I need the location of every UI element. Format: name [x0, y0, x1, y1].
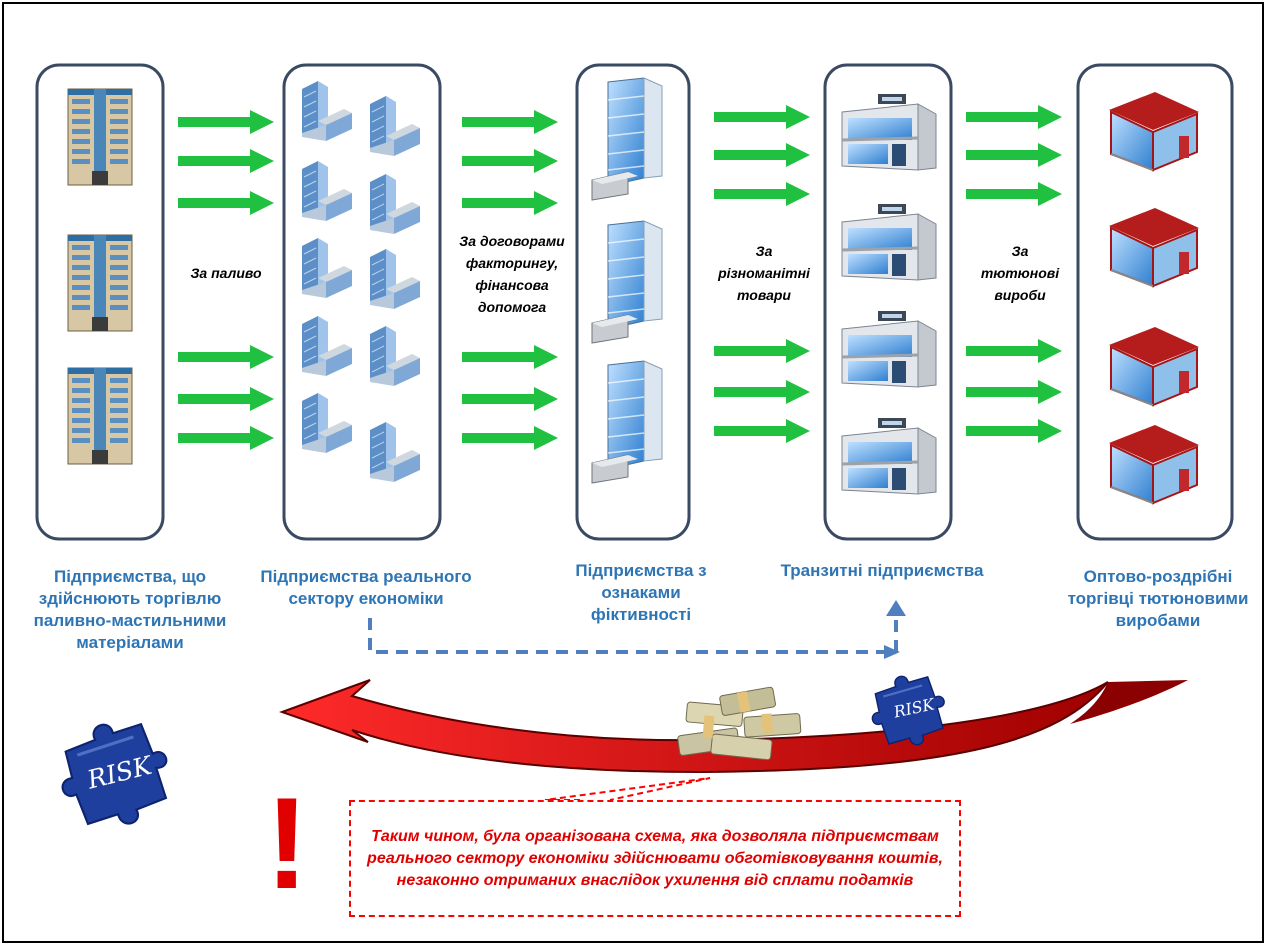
- box-real-sector: [282, 63, 442, 541]
- flow-arrow: [462, 110, 558, 134]
- flow-arrow: [178, 191, 274, 215]
- label-tobacco-traders: Оптово-роздрібні торгівці тютюновими вир…: [1067, 567, 1249, 630]
- building-icon: [369, 421, 421, 483]
- building-icon: [591, 360, 663, 484]
- flow-arrow: [966, 419, 1062, 443]
- flow-arrow: [462, 426, 558, 450]
- flow-arrow: [178, 387, 274, 411]
- label-fuel-traders: Підприємства, що здійснюють торгівлю пал…: [33, 567, 227, 652]
- building-icon: [67, 234, 133, 332]
- dashed-arrow-head: [884, 645, 900, 659]
- building-icon: [301, 160, 353, 222]
- flow-arrow: [462, 149, 558, 173]
- flow-arrow: [966, 182, 1062, 206]
- flow-arrow: [462, 345, 558, 369]
- flow-label-factoring: За договорами факторингу, фінансова допо…: [459, 233, 565, 315]
- dashed-arrow-head: [886, 600, 906, 616]
- building-icon: [840, 309, 938, 389]
- flow-arrow: [966, 339, 1062, 363]
- flow-arrow: [714, 380, 810, 404]
- label-fictitious: Підприємства з ознаками фіктивності: [575, 561, 707, 624]
- flow-arrow: [714, 182, 810, 206]
- conclusion-callout: Таким чином, була організована схема, як…: [349, 800, 961, 917]
- building-icon: [301, 80, 353, 142]
- flow-arrow: [178, 345, 274, 369]
- flow-arrow: [966, 143, 1062, 167]
- box-fuel-traders: [35, 63, 165, 541]
- store-icon: [1108, 424, 1200, 504]
- box-transit: [823, 63, 953, 541]
- store-icon: [1108, 207, 1200, 287]
- store-icon: [1108, 326, 1200, 406]
- flow-label-fuel: За паливо: [190, 265, 262, 281]
- building-icon: [301, 392, 353, 454]
- flow-arrow: [714, 143, 810, 167]
- flow-label-goods: За різноманітні товари: [718, 243, 810, 303]
- building-icon: [840, 92, 938, 172]
- flow-arrow: [462, 191, 558, 215]
- money-stack-icon: [677, 686, 802, 761]
- cash-return-arrow: [279, 679, 1109, 774]
- label-real-sector: Підприємства реального сектору економіки: [260, 567, 472, 608]
- callout-pointer: [544, 777, 711, 801]
- puzzle-icon: RISK: [863, 667, 953, 754]
- building-icon: [369, 173, 421, 235]
- building-icon: [840, 416, 938, 496]
- flow-arrow: [714, 419, 810, 443]
- flow-arrow: [178, 110, 274, 134]
- flow-arrow: [462, 387, 558, 411]
- building-icon: [67, 88, 133, 186]
- building-icon: [67, 367, 133, 465]
- label-transit: Транзитні підприємства: [780, 561, 984, 580]
- flow-arrow: [966, 105, 1062, 129]
- building-icon: [301, 237, 353, 299]
- flow-arrow: [966, 380, 1062, 404]
- building-icon: [591, 77, 663, 201]
- building-icon: [591, 220, 663, 344]
- flow-label-tobacco: За тютюнові вироби: [980, 243, 1060, 303]
- flow-arrow: [178, 426, 274, 450]
- puzzle-icon: RISK: [48, 710, 181, 839]
- building-icon: [369, 95, 421, 157]
- building-icon: [840, 202, 938, 282]
- alert-mark: !: [265, 770, 308, 916]
- box-fictitious: [575, 63, 691, 541]
- dashed-return-arrow: [368, 612, 898, 654]
- flow-arrow: [714, 105, 810, 129]
- flow-arrow: [714, 339, 810, 363]
- building-icon: [301, 315, 353, 377]
- box-tobacco-traders: [1076, 63, 1234, 541]
- building-icon: [369, 325, 421, 387]
- flow-arrow: [178, 149, 274, 173]
- store-icon: [1108, 91, 1200, 171]
- building-icon: [369, 248, 421, 310]
